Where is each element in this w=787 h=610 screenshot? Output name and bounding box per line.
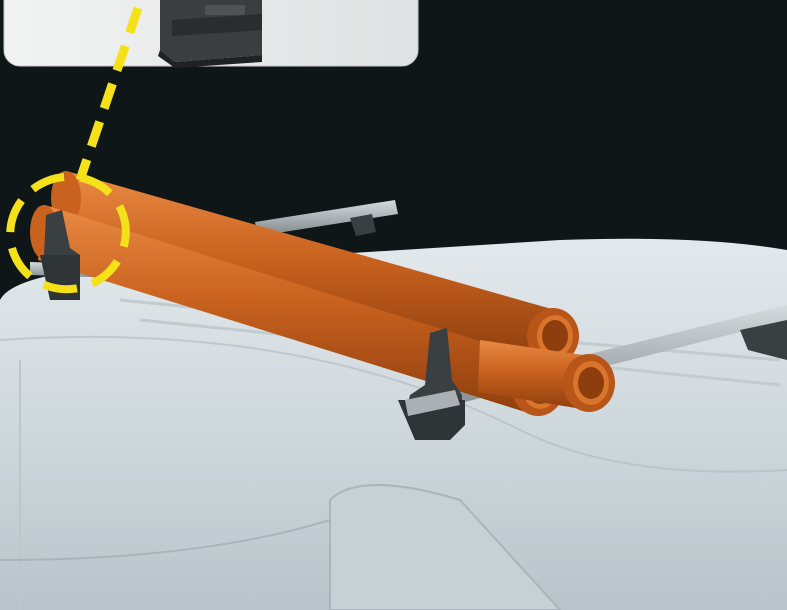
dashed-circle-highlight-icon <box>6 172 130 294</box>
van-roof <box>0 238 787 610</box>
bracket-middle <box>398 328 465 440</box>
dashed-leader-line <box>75 6 143 182</box>
pipe-bottom-right <box>478 340 615 412</box>
inset-thumbnail <box>3 0 419 68</box>
rack-bar-rear <box>255 200 398 236</box>
